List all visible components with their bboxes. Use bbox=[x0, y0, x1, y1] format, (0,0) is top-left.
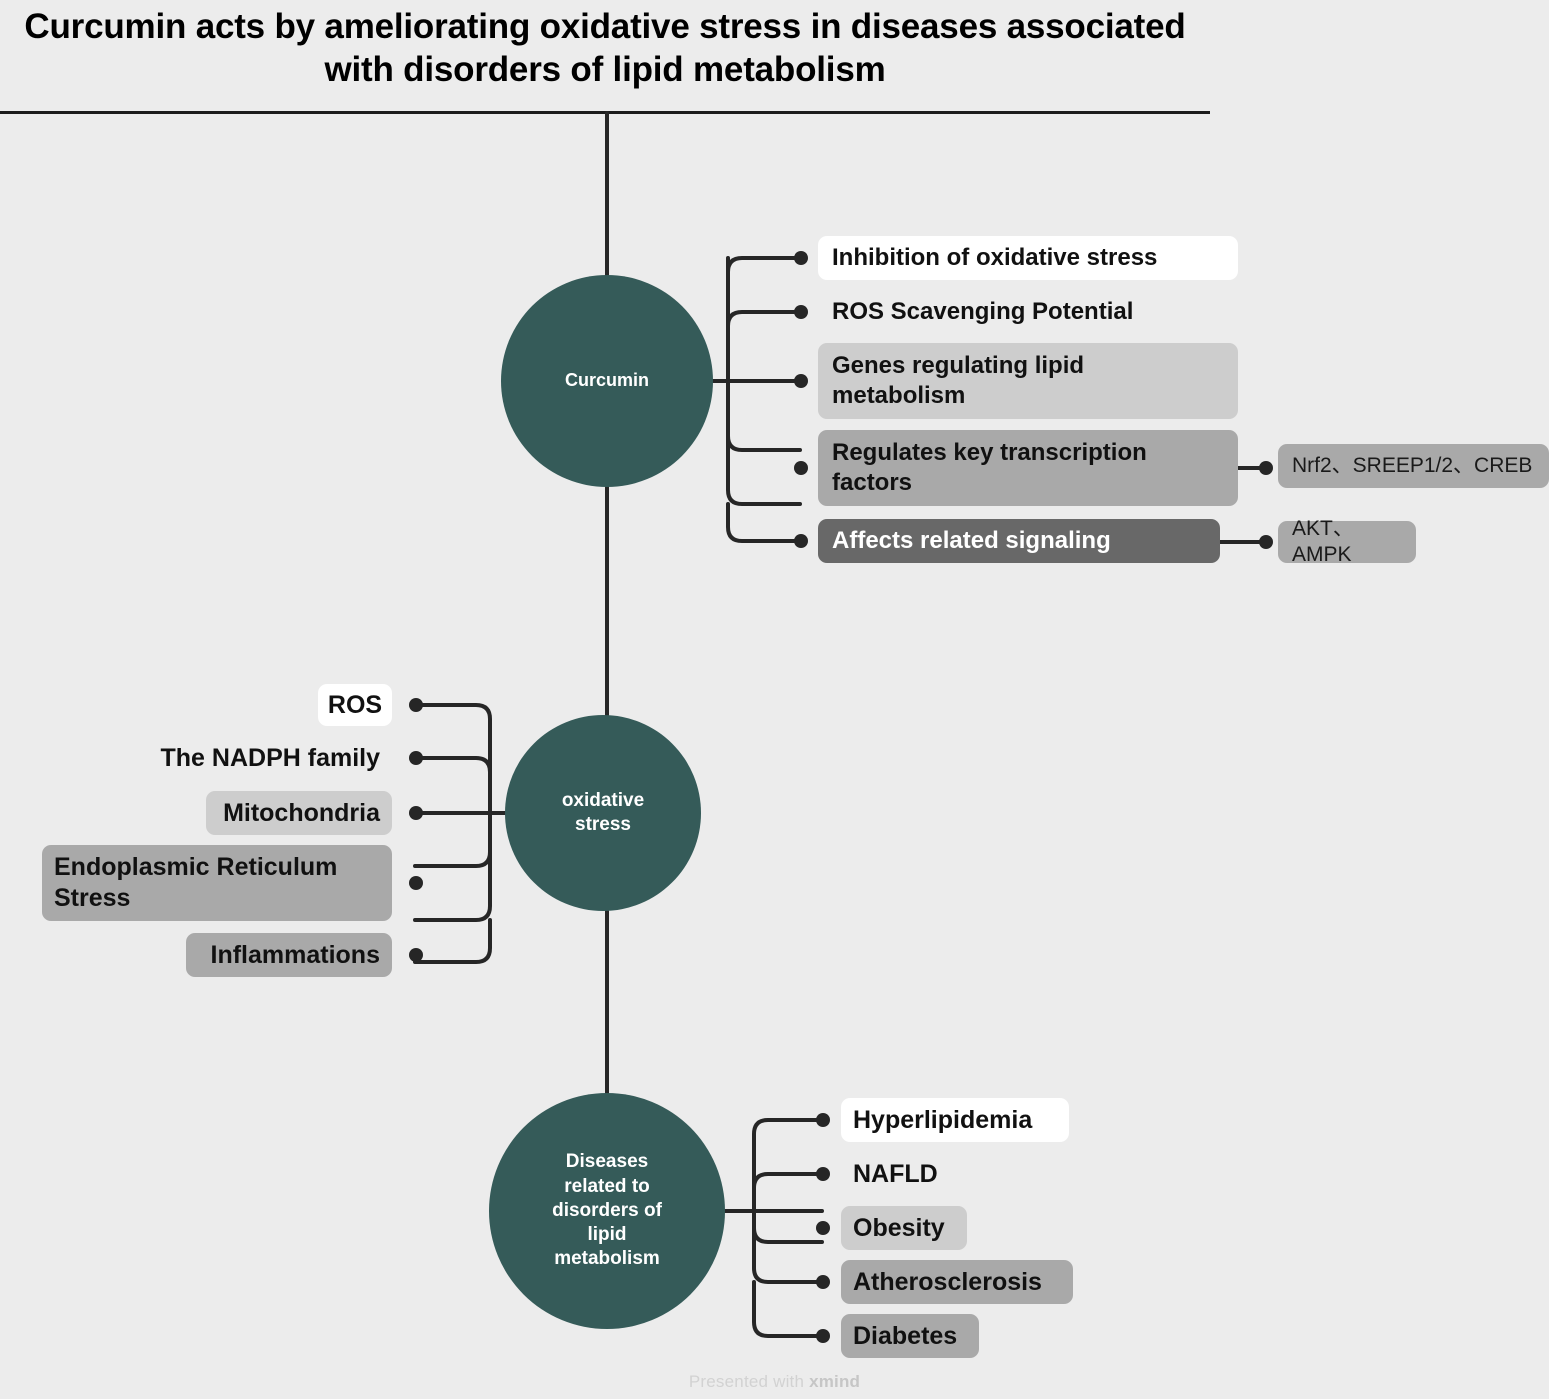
branch-dot bbox=[794, 534, 808, 548]
branch-dot bbox=[1259, 461, 1273, 475]
topic-label: Regulates key transcription factors bbox=[832, 439, 1147, 496]
branch-dot bbox=[409, 806, 423, 820]
diseases-spine-inner bbox=[752, 1172, 824, 1244]
node-diseases[interactable]: Diseases related to disorders of lipid m… bbox=[489, 1093, 725, 1329]
topic-label: ROS Scavenging Potential bbox=[832, 298, 1134, 326]
branch-dot bbox=[409, 751, 423, 765]
branch-dot bbox=[794, 374, 808, 388]
topic-endoplasmic-reticulum-stress[interactable]: Endoplasmic Reticulum Stress bbox=[42, 845, 392, 921]
topic-label: Diabetes bbox=[853, 1321, 958, 1350]
oxidative-spine-outer bbox=[413, 703, 492, 922]
topic-label: ROS bbox=[327, 690, 383, 719]
topic-label: Hyperlipidemia bbox=[853, 1105, 1033, 1134]
branch-dot bbox=[794, 305, 808, 319]
topic-label: Atherosclerosis bbox=[853, 1267, 1042, 1296]
branch-dot bbox=[816, 1329, 830, 1343]
subtopic-label: AKT、AMPK bbox=[1292, 516, 1354, 566]
topic-label: NAFLD bbox=[853, 1159, 938, 1188]
curcumin-arm-last bbox=[726, 502, 802, 543]
node-curcumin-label: Curcumin bbox=[564, 370, 649, 391]
topic-label: Mitochondria bbox=[223, 798, 380, 827]
diseases-spine-outer bbox=[752, 1118, 824, 1284]
topic-genes-regulating-lipid-metabolism[interactable]: Genes regulating lipid metabolism bbox=[818, 343, 1238, 419]
curcumin-spine-outer bbox=[726, 256, 802, 506]
topic-nafld[interactable]: NAFLD bbox=[841, 1152, 1069, 1196]
topic-affects-related-signaling[interactable]: Affects related signaling bbox=[818, 519, 1220, 563]
topic-diabetes[interactable]: Diabetes bbox=[841, 1314, 979, 1358]
branch-dot bbox=[816, 1113, 830, 1127]
topic-mitochondria[interactable]: Mitochondria bbox=[206, 791, 392, 835]
node-curcumin[interactable]: Curcumin bbox=[501, 275, 713, 487]
topic-label: Endoplasmic Reticulum Stress bbox=[54, 853, 338, 912]
branch-dot bbox=[794, 461, 808, 475]
topic-label: Inflammations bbox=[210, 940, 380, 969]
node-diseases-line3: disorders of bbox=[552, 1199, 662, 1221]
topic-label: Affects related signaling bbox=[832, 527, 1111, 555]
diseases-arm-last bbox=[752, 1280, 824, 1338]
watermark-prefix: Presented with bbox=[688, 1372, 810, 1391]
topic-regulates-key-transcription-factors[interactable]: Regulates key transcription factors bbox=[818, 430, 1238, 506]
topic-label: The NADPH family bbox=[160, 743, 380, 772]
branch-dot bbox=[816, 1221, 830, 1235]
branch-dot bbox=[816, 1275, 830, 1289]
node-oxidative-stress[interactable]: oxidative stress bbox=[505, 715, 701, 911]
topic-atherosclerosis[interactable]: Atherosclerosis bbox=[841, 1260, 1073, 1304]
subtopic-label: Nrf2、SREEP1/2、CREB bbox=[1292, 453, 1533, 477]
subtopic-transcription-factors-list[interactable]: Nrf2、SREEP1/2、CREB bbox=[1278, 444, 1549, 488]
branch-dot bbox=[409, 948, 423, 962]
branch-dot bbox=[794, 251, 808, 265]
oxidative-spine-inner bbox=[413, 756, 492, 868]
watermark-brand: xmind bbox=[809, 1372, 861, 1391]
curcumin-spine-inner bbox=[726, 310, 802, 452]
topic-inflammations[interactable]: Inflammations bbox=[186, 933, 392, 977]
branch-dot bbox=[409, 876, 423, 890]
topic-inhibition-of-oxidative-stress[interactable]: Inhibition of oxidative stress bbox=[818, 236, 1238, 280]
oxidative-arm-er-link bbox=[416, 866, 490, 883]
branch-dot bbox=[816, 1167, 830, 1181]
node-diseases-line1: Diseases bbox=[565, 1151, 649, 1173]
topic-ros-scavenging-potential[interactable]: ROS Scavenging Potential bbox=[818, 290, 1238, 334]
topic-label: Inhibition of oxidative stress bbox=[832, 244, 1158, 272]
oxidative-arm-last bbox=[413, 918, 492, 964]
node-diseases-line2: related to bbox=[564, 1175, 650, 1197]
page-title: Curcumin acts by ameliorating oxidative … bbox=[24, 7, 1186, 89]
topic-label: Genes regulating lipid metabolism bbox=[832, 352, 1085, 409]
node-oxidative-line2: stress bbox=[575, 814, 631, 835]
topic-hyperlipidemia[interactable]: Hyperlipidemia bbox=[841, 1098, 1069, 1142]
xmind-watermark: Presented with xmind bbox=[0, 1372, 1549, 1392]
node-diseases-line5: metabolism bbox=[554, 1248, 660, 1270]
topic-the-nadph-family[interactable]: The NADPH family bbox=[138, 737, 392, 779]
subtopic-signaling-list[interactable]: AKT、AMPK bbox=[1278, 517, 1416, 566]
topic-label: Obesity bbox=[853, 1213, 945, 1242]
branch-dot bbox=[409, 698, 423, 712]
topic-obesity[interactable]: Obesity bbox=[841, 1206, 967, 1250]
header-divider bbox=[0, 111, 1210, 114]
node-oxidative-line1: oxidative bbox=[561, 789, 645, 811]
topic-ros[interactable]: ROS bbox=[318, 684, 392, 726]
node-diseases-line4: lipid bbox=[587, 1224, 627, 1246]
branch-dot bbox=[1259, 535, 1273, 549]
